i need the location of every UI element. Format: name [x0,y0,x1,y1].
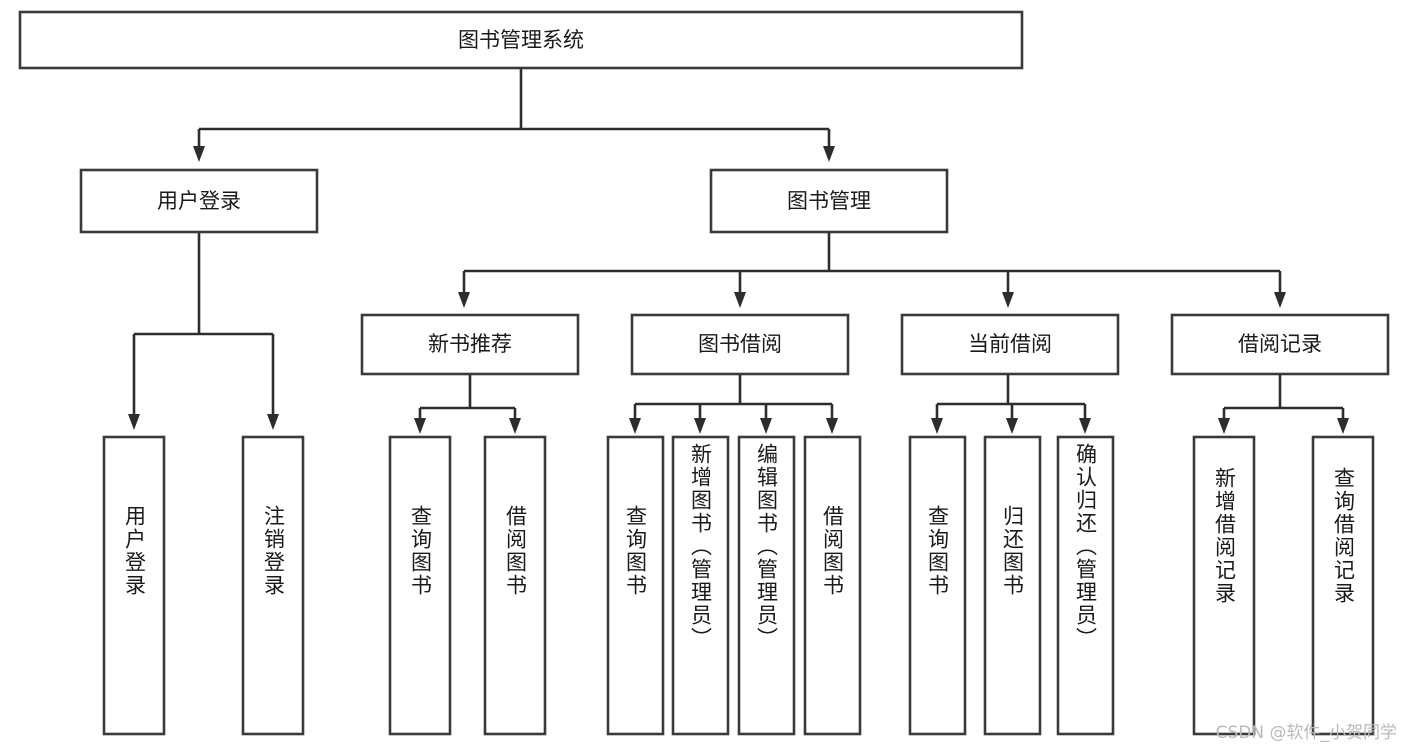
arrowhead-nbr-leaf-1 [414,418,426,434]
leaf-label-query-book-nbr: 查询图书 [408,505,433,597]
leaf-box-query-book-cb[interactable] [908,435,967,736]
leaf-box-borrow-book-nbr[interactable] [483,435,547,736]
arrowhead-current-borrow [1002,292,1014,308]
leaf-box-confirm-return-admin[interactable] [1056,435,1115,736]
leaf-box-user-login[interactable] [102,435,166,736]
arrowhead-book-borrow [734,292,746,308]
leaf-label-borrow-book-bb: 借阅图书 [820,505,845,597]
leaf-label-user-login: 用户登录 [122,505,147,597]
borrow-record-label: 借阅记录 [1238,332,1322,356]
arrowhead-new-book-rec [458,292,470,308]
leaf-box-logout[interactable] [241,435,305,736]
root-label: 图书管理系统 [458,28,584,52]
leaf-box-query-borrow-record[interactable] [1311,435,1375,736]
book-management-label: 图书管理 [787,189,871,213]
leaf-box-query-book-bb[interactable] [606,435,665,736]
arrowhead-br-leaf-2 [1337,418,1349,434]
arrowhead-nbr-leaf-2 [509,418,521,434]
csdn-watermark: CSDN @软件_小贺同学 [1215,723,1397,743]
leaf-box-query-book-nbr[interactable] [388,435,452,736]
leaf-label-query-book-cb: 查询图书 [925,505,950,597]
arrowhead-cb-leaf-1 [931,418,943,434]
arrowhead-leaf-user-login [128,414,140,430]
leaf-label-return-book: 归还图书 [1000,505,1025,597]
book-management-box[interactable] [709,168,949,234]
node-new-book-recommend[interactable]: 新书推荐 [360,313,580,376]
new-book-recommend-label: 新书推荐 [428,332,512,356]
book-borrow-label: 图书借阅 [698,332,782,356]
arrowhead-bb-leaf-2 [694,418,706,434]
node-current-borrow[interactable]: 当前借阅 [900,313,1120,376]
leaf-label-edit-book-admin: 编辑图书（管理员） [754,443,779,650]
arrowhead-leaf-logout [267,414,279,430]
connectors-book-borrow-to-leaves [629,374,838,434]
arrowhead-user-login [193,146,205,162]
node-book-management[interactable]: 图书管理 [709,168,949,234]
new-book-recommend-box[interactable] [360,313,580,376]
arrowhead-cb-leaf-2 [1006,418,1018,434]
arrowhead-book-mgmt [823,146,835,162]
arrowhead-cb-leaf-3 [1079,418,1091,434]
leaf-label-add-book-admin: 新增图书（管理员） [688,443,713,650]
leaf-label-query-borrow-record: 查询借阅记录 [1331,467,1356,605]
leaf-label-add-borrow-record: 新增借阅记录 [1212,467,1237,605]
node-user-login[interactable]: 用户登录 [79,168,319,234]
leaf-box-edit-book-admin[interactable] [737,435,796,736]
arrowhead-bb-leaf-3 [760,418,772,434]
arrowhead-borrow-record [1274,292,1286,308]
current-borrow-box[interactable] [900,313,1120,376]
user-login-label: 用户登录 [157,189,241,213]
connectors-root-to-level2 [193,68,835,162]
arrowhead-br-leaf-1 [1218,418,1230,434]
leaf-box-borrow-book-bb[interactable] [803,435,862,736]
root-box[interactable] [18,10,1024,70]
connectors-current-borrow-to-leaves [931,374,1091,434]
leaf-box-add-borrow-record[interactable] [1192,435,1256,736]
arrowhead-bb-leaf-1 [629,418,641,434]
node-root[interactable]: 图书管理系统 [18,10,1024,70]
leaf-label-logout: 注销登录 [261,505,286,597]
arrowhead-bb-leaf-4 [826,418,838,434]
current-borrow-label: 当前借阅 [968,332,1052,356]
leaf-box-return-book[interactable] [983,435,1042,736]
book-borrow-box[interactable] [630,313,850,376]
node-borrow-record[interactable]: 借阅记录 [1170,313,1390,376]
connectors-book-mgmt-to-level3 [458,232,1286,308]
leaf-box-add-book-admin[interactable] [671,435,730,736]
leaf-label-confirm-return-admin: 确认归还（管理员） [1073,443,1098,650]
leaf-label-borrow-book-nbr: 借阅图书 [503,505,528,597]
connectors-new-book-rec-to-leaves [414,374,521,434]
node-book-borrow[interactable]: 图书借阅 [630,313,850,376]
borrow-record-box[interactable] [1170,313,1390,376]
leaf-label-query-book-bb: 查询图书 [623,505,648,597]
user-login-box[interactable] [79,168,319,234]
connectors-user-login-to-leaves [128,232,279,430]
connectors-borrow-record-to-leaves [1218,374,1349,434]
